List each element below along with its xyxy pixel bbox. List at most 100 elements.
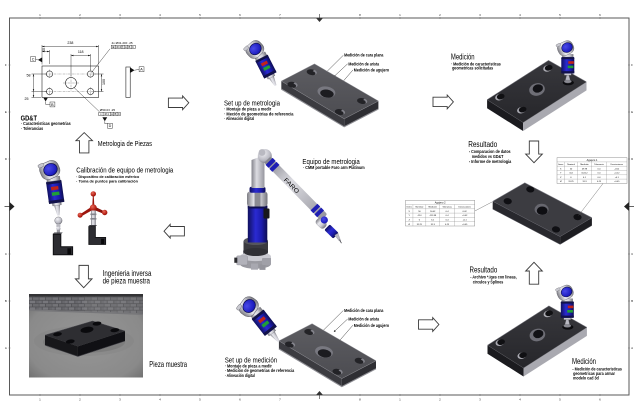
svg-text:Medición: Medición <box>572 357 596 366</box>
svg-text:B: B <box>631 299 633 303</box>
svg-text:58: 58 <box>27 73 31 77</box>
svg-text:Set up de medición: Set up de medición <box>225 355 278 364</box>
svg-text:Medición: Medición <box>451 53 475 62</box>
svg-text:C: C <box>631 252 633 256</box>
svg-text:8: 8 <box>359 13 361 17</box>
svg-text:· Tolerancias: · Tolerancias <box>21 126 44 131</box>
svg-text:· Meción de geometrias de refe: · Meción de geometrias de referencia <box>224 111 294 116</box>
svg-text:Desviaciones: Desviaciones <box>458 207 470 209</box>
svg-text:0.25: 0.25 <box>445 224 450 226</box>
svg-text:B: B <box>5 299 7 303</box>
svg-text:- Informe de metrologia: - Informe de metrologia <box>469 159 512 164</box>
svg-text:50.02: 50.02 <box>430 211 436 213</box>
svg-text:114: 114 <box>569 173 573 175</box>
svg-text:B: B <box>129 45 131 49</box>
svg-text:4: 4 <box>159 13 161 17</box>
svg-text:- Comparacion de datos: - Comparacion de datos <box>469 149 511 154</box>
svg-text:0.02: 0.02 <box>463 211 468 213</box>
svg-text:Medición de agujero: Medición de agujero <box>354 323 389 328</box>
svg-text:114.12: 114.12 <box>581 173 588 175</box>
svg-text:· Alineación digital: · Alineación digital <box>225 373 255 378</box>
svg-text:2: 2 <box>79 13 81 17</box>
svg-text:A: A <box>125 45 127 49</box>
svg-text:Items: Items <box>558 163 563 166</box>
svg-text:31.25: 31.25 <box>417 224 423 226</box>
svg-text:6: 6 <box>599 398 601 402</box>
svg-text:50: 50 <box>418 211 421 213</box>
svg-text:Calibración de equipo de metro: Calibración de equipo de metrologia <box>76 165 174 174</box>
svg-text:X: X <box>409 211 411 213</box>
svg-text:6.1: 6.1 <box>583 177 587 179</box>
svg-text:40: 40 <box>42 48 46 52</box>
svg-text:C: C <box>132 45 134 49</box>
svg-text:A: A <box>140 68 143 72</box>
svg-text:Medición: Medición <box>429 207 438 209</box>
svg-text:D: D <box>631 157 633 161</box>
svg-text:A: A <box>5 346 7 350</box>
svg-text:Z: Z <box>560 177 562 179</box>
svg-text:de pieza muestra: de pieza muestra <box>103 277 151 286</box>
svg-text:B: B <box>51 103 54 107</box>
svg-text:2: 2 <box>439 398 441 402</box>
svg-text:Z: Z <box>409 220 411 222</box>
svg-text:7: 7 <box>279 13 281 17</box>
svg-text:Nominal: Nominal <box>567 164 575 166</box>
svg-text:⌖: ⌖ <box>100 112 102 116</box>
svg-text:medidos vs GD&T: medidos vs GD&T <box>472 154 504 159</box>
svg-text:· Medición de caracteristicas: · Medición de caracteristicas <box>451 61 501 66</box>
svg-text:1: 1 <box>399 13 401 17</box>
svg-text:5: 5 <box>199 398 201 402</box>
svg-text:Agujero 1: Agujero 1 <box>587 159 598 162</box>
svg-text:Medición de arista: Medición de arista <box>348 317 379 322</box>
svg-text:Tolerancia: Tolerancia <box>594 163 604 166</box>
svg-text:Desviaciones: Desviaciones <box>611 164 623 166</box>
svg-text:Ø: Ø <box>560 181 562 183</box>
svg-text:Ø.4Ⓜ: Ø.4Ⓜ <box>117 45 124 49</box>
svg-text:+0.1: +0.1 <box>463 220 468 222</box>
svg-text:D: D <box>109 124 112 128</box>
svg-text:· CMM portable Faro arm Platin: · CMM portable Faro arm Platinum <box>303 165 365 170</box>
svg-text:modelo cad 3d: modelo cad 3d <box>573 376 599 381</box>
svg-text:Items: Items <box>407 206 412 209</box>
svg-text:geometricas para armar: geometricas para armar <box>573 371 615 376</box>
svg-text:⊕: ⊕ <box>112 45 115 49</box>
svg-text:4x Ø31.20± .25: 4x Ø31.20± .25 <box>112 41 133 45</box>
svg-text:-0.02: -0.02 <box>614 168 620 170</box>
svg-text:238: 238 <box>67 41 73 45</box>
svg-text:118: 118 <box>78 50 84 54</box>
svg-text:Equipo de metrologia: Equipo de metrologia <box>302 157 360 166</box>
svg-text:-114: -114 <box>417 215 422 217</box>
svg-text:· Toma de puntos para calibrac: · Toma de puntos para calibración <box>76 178 138 183</box>
svg-text:0.4: 0.4 <box>446 211 450 213</box>
svg-text:· Dispositivo de calibración e: · Dispositivo de calibración esferico <box>76 174 139 179</box>
svg-text:4: 4 <box>519 398 521 402</box>
svg-text:0.4: 0.4 <box>446 215 450 217</box>
svg-text:6.1: 6.1 <box>431 220 435 222</box>
svg-text:F: F <box>631 63 633 67</box>
svg-text:3: 3 <box>479 398 481 402</box>
svg-text:1: 1 <box>39 398 41 402</box>
svg-text:· Caracteristicas geometrias: · Caracteristicas geometrias <box>21 121 71 126</box>
svg-text:4: 4 <box>159 398 161 402</box>
svg-text:31.3: 31.3 <box>582 181 587 183</box>
svg-text:5: 5 <box>199 13 201 17</box>
svg-text:X: X <box>560 168 562 170</box>
svg-text:7: 7 <box>279 398 281 402</box>
svg-text:Ingenieria inversa: Ingenieria inversa <box>103 269 152 278</box>
svg-text:-113.98: -113.98 <box>429 215 437 217</box>
svg-text:B: B <box>115 112 117 116</box>
svg-text:6: 6 <box>599 13 601 17</box>
svg-text:Resultado: Resultado <box>470 264 498 274</box>
svg-text:Nominal: Nominal <box>416 207 424 209</box>
svg-text:- Archivo *.iges con lineas,: - Archivo *.iges con lineas, <box>470 275 516 280</box>
svg-text:C: C <box>118 112 120 116</box>
svg-text:A: A <box>111 112 113 116</box>
svg-text:Medición: Medición <box>580 164 589 166</box>
svg-text:3: 3 <box>119 13 121 17</box>
svg-text:Resultado: Resultado <box>468 139 497 149</box>
svg-text:50: 50 <box>570 168 573 170</box>
svg-text:· Montaje de pieza a medir: · Montaje de pieza a medir <box>225 363 272 368</box>
svg-text:0.4: 0.4 <box>598 177 602 179</box>
svg-text:0.4: 0.4 <box>598 173 602 175</box>
svg-text:6: 6 <box>239 13 241 17</box>
